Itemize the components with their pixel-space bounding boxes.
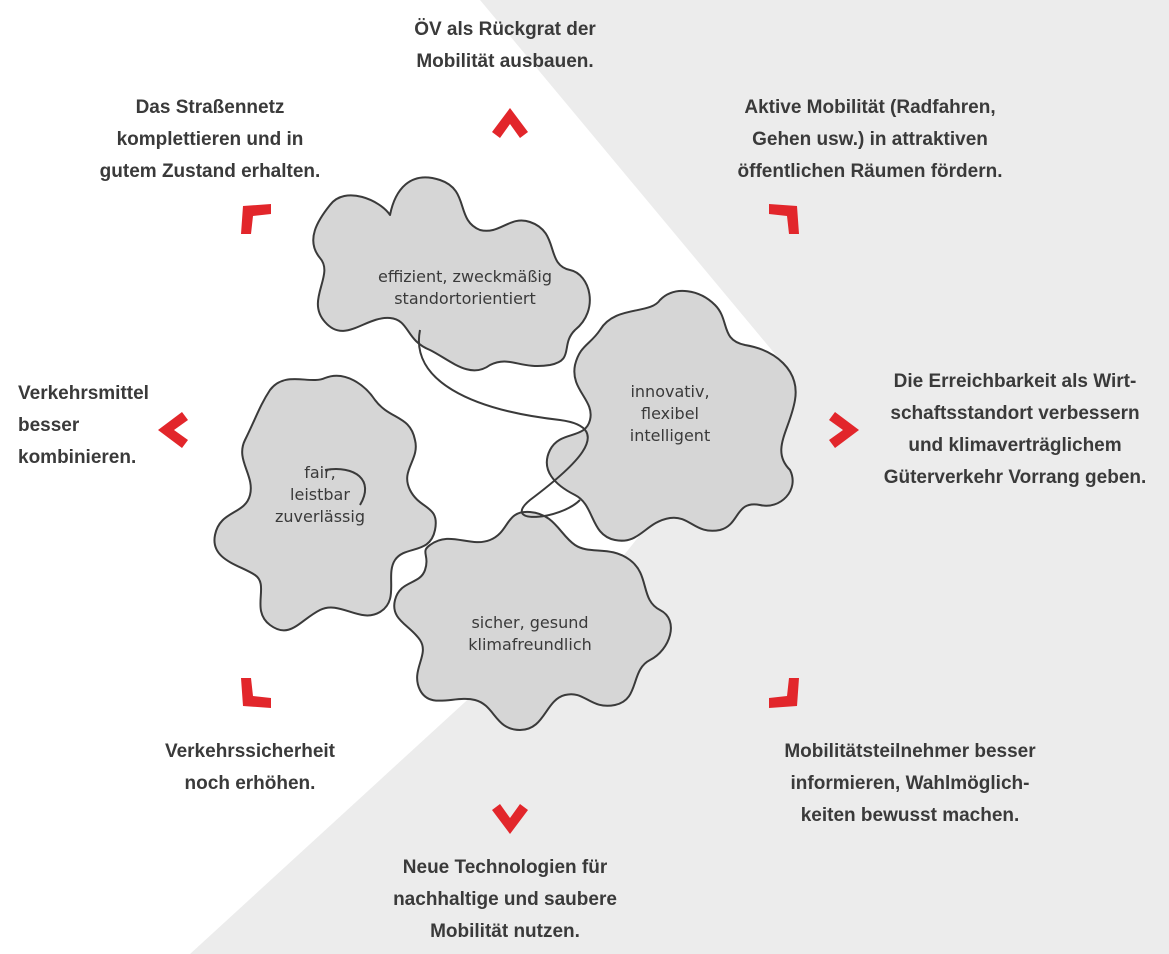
arrow-right-icon: [829, 412, 859, 448]
piece-label-right: innovativ, flexibel intelligent: [629, 382, 711, 445]
arrow-up-icon: [492, 108, 528, 138]
puzzle-piece-bottom: [393, 510, 672, 731]
arrow-left-icon: [158, 412, 188, 448]
goal-left: Verkehrsmittel besser kombinieren.: [18, 383, 149, 468]
piece-label-bottom: sicher, gesund klimafreundlich: [468, 613, 592, 654]
arrow-up-left-icon: [241, 204, 271, 234]
goal-top-right: Aktive Mobilität (Radfahren, Gehen usw.)…: [737, 97, 1003, 182]
goal-right: Die Erreichbarkeit als Wirt- schaftsstan…: [883, 371, 1147, 488]
goal-top: ÖV als Rückgrat der Mobilität ausbauen.: [414, 19, 596, 72]
goal-bottom: Neue Technologien für nachhaltige und sa…: [393, 857, 617, 942]
goal-bottom-left: Verkehrssicherheit noch erhöhen.: [164, 741, 336, 794]
connector-line-left: [324, 468, 366, 506]
connector-line: [417, 329, 589, 518]
goal-top-left: Das Straßennetz komplettieren und in gut…: [99, 97, 321, 182]
puzzle-piece-top: [312, 176, 591, 372]
arrow-up-right-icon: [769, 204, 799, 234]
goal-bottom-right: Mobilitätsteilnehmer besser informieren,…: [784, 741, 1036, 826]
puzzle-piece-left: [213, 374, 437, 632]
piece-label-top: effizient, zweckmäßig standortorientiert: [377, 267, 553, 308]
arrow-down-right-icon: [769, 678, 799, 708]
arrow-down-icon: [492, 804, 528, 834]
puzzle-piece-right: [545, 289, 797, 542]
arrow-down-left-icon: [241, 678, 271, 708]
piece-label-left: fair, leistbar zuverlässig: [275, 463, 365, 526]
